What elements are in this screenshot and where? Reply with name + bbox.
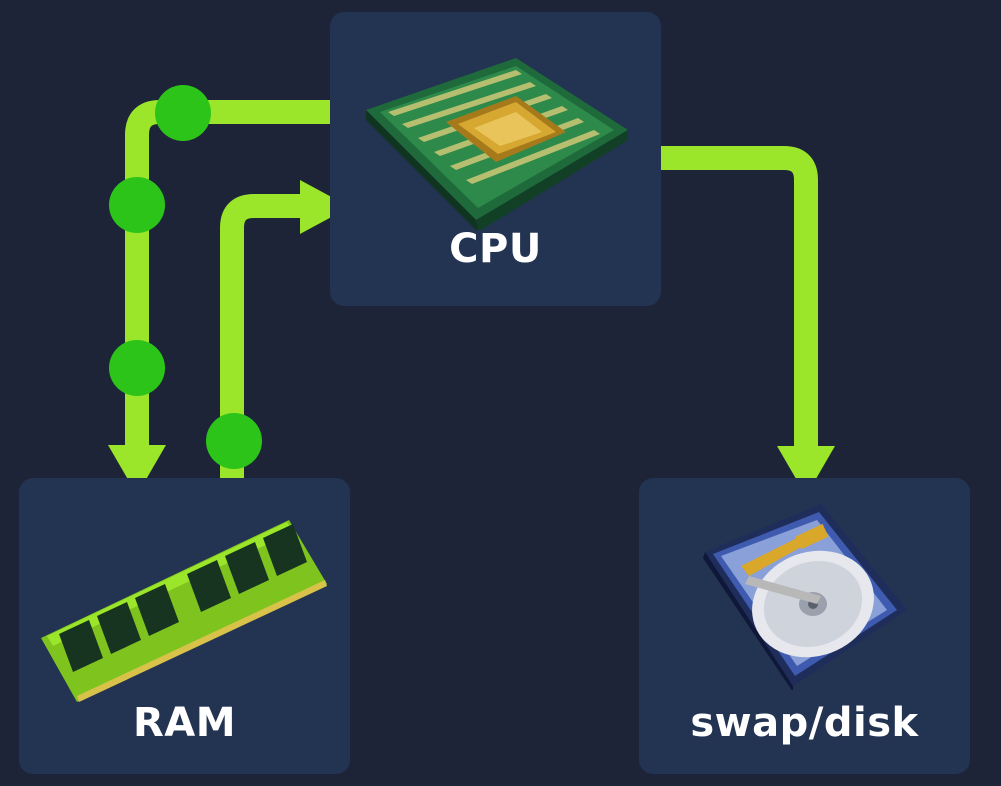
cpu-chip-icon: [366, 58, 628, 230]
hard-disk-icon: [703, 504, 907, 690]
swap-disk-node: swap/disk: [639, 478, 970, 774]
swap-disk-label: swap/disk: [690, 700, 919, 746]
ram-module-icon: [41, 520, 327, 702]
edge-ram-to-cpu: [206, 180, 350, 478]
flow-dot: [206, 413, 262, 469]
flow-dot: [155, 85, 211, 141]
edge-cpu-to-disk: [661, 146, 835, 496]
flow-dot: [109, 177, 165, 233]
ram-node: RAM: [19, 478, 350, 774]
cpu-label: CPU: [449, 226, 542, 272]
ram-label: RAM: [132, 700, 237, 746]
cpu-node: CPU: [330, 12, 661, 306]
edge-cpu-to-ram: [108, 85, 330, 495]
flow-dot: [109, 340, 165, 396]
